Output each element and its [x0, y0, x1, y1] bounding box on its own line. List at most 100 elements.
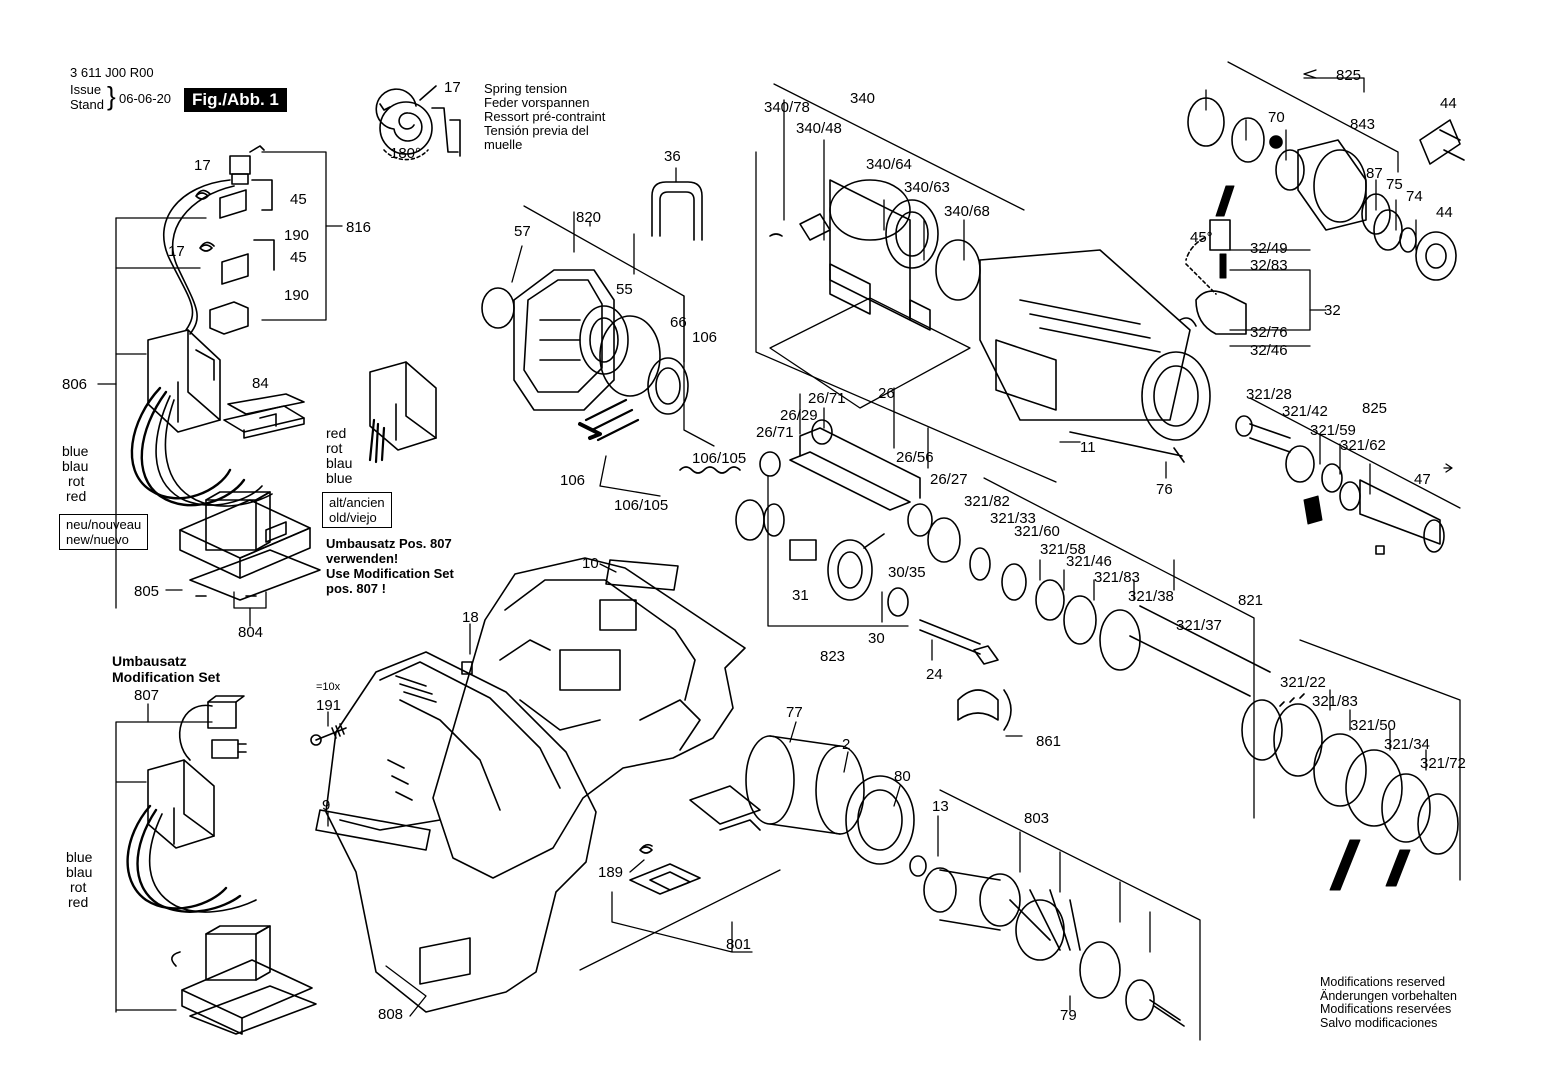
callout-c34068: 340/68 — [944, 203, 990, 220]
gear-train — [679, 419, 999, 665]
note-line: Use Modification Set — [326, 566, 454, 581]
wire-label: red — [66, 488, 87, 504]
modification-set-harness — [126, 695, 317, 1035]
callout-c32133: 321/33 — [990, 510, 1036, 527]
callout-c804: 804 — [238, 624, 263, 641]
callout-c32137: 321/37 — [1176, 617, 1222, 634]
callout-c340: 340 — [850, 90, 875, 107]
callout-c10: 10 — [582, 555, 599, 572]
wire-label: rot — [70, 879, 87, 895]
callout-c106b: 106 — [560, 472, 585, 489]
callout-c32182: 321/82 — [964, 493, 1010, 510]
spring-note-ref: 17 — [444, 79, 461, 96]
callout-c32150: 321/50 — [1350, 717, 1396, 734]
callout-c17a: 17 — [194, 157, 211, 174]
spring-tension-icon — [375, 85, 461, 161]
issue-label: Issue — [70, 82, 102, 97]
callout-c26: 26 — [878, 385, 895, 402]
angle-indicator — [1185, 237, 1205, 261]
wire-label: red — [326, 425, 347, 441]
issue-brace: } — [107, 81, 116, 111]
callout-c31: 31 — [792, 587, 809, 604]
callout-c32142: 321/42 — [1282, 403, 1328, 420]
count-note: =10x — [316, 681, 341, 693]
callout-c34064: 340/64 — [866, 156, 912, 173]
callout-c806: 806 — [62, 376, 87, 393]
old-version-box: alt/ancien old/viejo — [322, 492, 392, 528]
callout-c18: 18 — [462, 609, 479, 626]
callout-c45deg: 45° — [1190, 229, 1213, 246]
callout-c34048: 340/48 — [796, 120, 842, 137]
switch-harness-assembly — [130, 145, 321, 601]
callout-c820: 820 — [576, 209, 601, 226]
callout-c106a: 106 — [692, 329, 717, 346]
callout-c32134: 321/34 — [1384, 736, 1430, 753]
contact-plate — [223, 393, 305, 439]
callout-c34063: 340/63 — [904, 179, 950, 196]
spring-note: Spring tension Feder vorspannen Ressort … — [484, 82, 605, 152]
u-bracket — [651, 181, 703, 241]
callout-c2: 2 — [842, 736, 850, 753]
callout-c821: 821 — [1238, 592, 1263, 609]
screw-and-pin — [310, 661, 473, 746]
note-line: verwenden! — [326, 551, 399, 566]
modification-note: Umbausatz Pos. 807 verwenden! Use Modifi… — [326, 536, 454, 596]
callout-c66: 66 — [670, 314, 687, 331]
callout-c2656: 26/56 — [896, 449, 934, 466]
spring-note-line: Ressort pré-contraint — [484, 109, 606, 124]
callout-c190b: 190 — [284, 287, 309, 304]
callout-brackets — [97, 61, 1461, 1041]
callout-c803: 803 — [1024, 810, 1049, 827]
callout-c74: 74 — [1406, 188, 1423, 205]
callout-c24: 24 — [926, 666, 943, 683]
callout-c76: 76 — [1156, 481, 1173, 498]
callout-c32: 32 — [1324, 302, 1341, 319]
disclaimer-line: Änderungen vorbehalten — [1320, 988, 1457, 1003]
note-line: Modification Set — [112, 669, 221, 685]
motor-assembly — [745, 735, 1185, 1027]
callout-c32160: 321/60 — [1014, 523, 1060, 540]
box-line: new/nuevo — [66, 532, 129, 547]
disclaimer-line: Modifications reserved — [1320, 975, 1446, 989]
callout-c75: 75 — [1386, 176, 1403, 193]
callout-c106105b: 106/105 — [614, 497, 668, 514]
hammer-tube-assembly — [969, 547, 1459, 891]
callout-c87: 87 — [1366, 165, 1383, 182]
modification-set-title: Umbausatz Modification Set — [112, 653, 220, 685]
callout-c13: 13 — [932, 798, 949, 815]
note-line: pos. 807 ! — [326, 581, 386, 596]
callout-c80: 80 — [894, 768, 911, 785]
callout-c34078: 340/78 — [764, 99, 810, 116]
wire-label: rot — [68, 473, 85, 489]
box-line: neu/nouveau — [66, 517, 142, 532]
spring-note-line: Feder vorspannen — [484, 95, 590, 110]
callout-c57: 57 — [514, 223, 531, 240]
wire-labels-mid: red rot blau blue — [326, 426, 352, 486]
callout-c3249: 32/49 — [1250, 240, 1288, 257]
wire-label: red — [68, 894, 89, 910]
callout-c36: 36 — [664, 148, 681, 165]
spring-note-line: Tensión previa del — [484, 123, 589, 138]
note-line: Umbausatz — [112, 653, 187, 669]
callout-c807: 807 — [134, 687, 159, 704]
callout-c32146: 321/46 — [1066, 553, 1112, 570]
callout-c9: 9 — [322, 797, 330, 814]
wire-label: blau — [66, 864, 93, 880]
issue-date: 06-06-20 — [119, 91, 172, 106]
callout-c55: 55 — [616, 281, 633, 298]
callout-c2671a: 26/71 — [808, 390, 846, 407]
callout-c32172: 321/72 — [1420, 755, 1466, 772]
callout-c3276: 32/76 — [1250, 324, 1288, 341]
callout-c805: 805 — [134, 583, 159, 600]
wire-labels-top: blue blau rot red — [62, 444, 88, 504]
callout-c84: 84 — [252, 375, 269, 392]
callout-c2629: 26/29 — [780, 407, 818, 424]
callout-c191: 191 — [316, 697, 341, 714]
callout-c2627: 26/27 — [930, 471, 968, 488]
retaining-clips — [957, 689, 1012, 731]
callout-c44a: 44 — [1440, 95, 1457, 112]
disclaimer-line: Modifications reservées — [1320, 1002, 1452, 1016]
housing-left-half — [315, 651, 597, 1013]
part-number: 3 611 J00 R00 — [70, 65, 154, 80]
